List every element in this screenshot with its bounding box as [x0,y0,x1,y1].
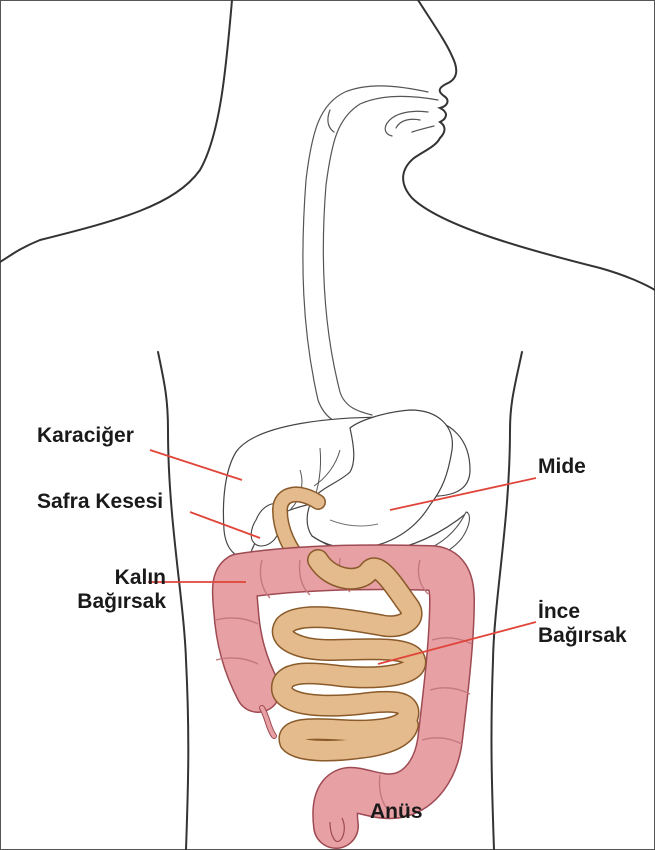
label-stomach: Mide [538,455,586,479]
large-intestine-organ [216,558,472,826]
label-small-intestine-line2: Bağırsak [538,624,627,648]
label-large-intestine: Kalın Bağırsak [70,566,166,614]
label-small-intestine: İnce Bağırsak [538,600,627,648]
label-large-intestine-line1: Kalın [70,566,166,590]
esophagus [303,86,438,428]
label-large-intestine-line2: Bağırsak [70,590,166,614]
label-anus: Anüs [370,800,423,824]
label-liver: Karaciğer [37,424,134,448]
leader-line-liver [150,450,242,480]
label-small-intestine-line1: İnce [538,600,627,624]
label-gallbladder: Safra Kesesi [37,490,163,514]
